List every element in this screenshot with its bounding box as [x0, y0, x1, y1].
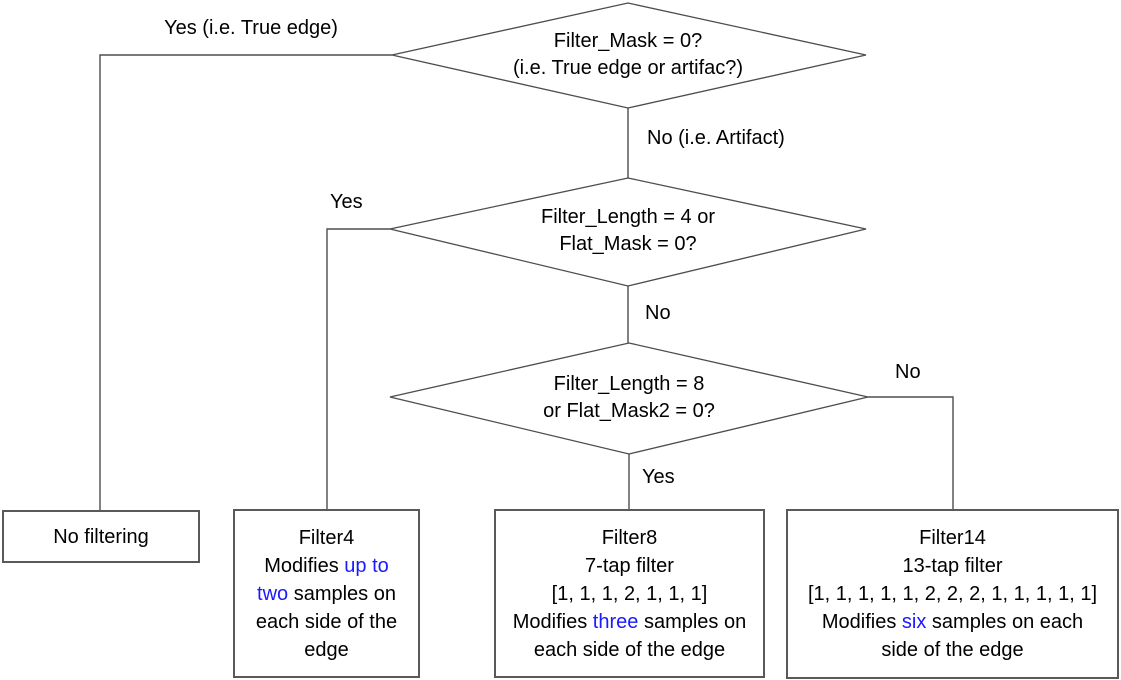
- connector-d3-no-to-filter14: [868, 396, 954, 509]
- text-segment: samples on each: [926, 611, 1084, 633]
- outcome-description-line: edge: [304, 638, 349, 661]
- text-segment: Modifies: [264, 554, 345, 577]
- edge-label-d1-yes: Yes (i.e. True edge): [164, 17, 338, 39]
- decision-text-filter-length-8: Filter_Length = 8 or Flat_Mask2 = 0?: [429, 371, 829, 425]
- decision-line: Filter_Mask = 0?: [553, 30, 703, 52]
- highlighted-text: two: [257, 582, 289, 605]
- outcome-description-line: Modifies up to: [264, 552, 389, 580]
- decision-line: Filter_Length = 8: [553, 373, 705, 395]
- decision-text-filter-mask: Filter_Mask = 0? (i.e. True edge or arti…: [428, 28, 828, 82]
- decision-diamond-filter-length-8: [389, 342, 869, 455]
- decision-line: or Flat_Mask2 = 0?: [543, 400, 715, 422]
- decision-line: Filter_Length = 4 or: [541, 206, 715, 228]
- edge-label-d3-yes: Yes: [642, 466, 675, 488]
- decision-line: (i.e. True edge or artifac?): [512, 57, 744, 79]
- outcome-title: Filter8: [601, 526, 658, 549]
- connector-d2-yes-to-filter4: [326, 228, 390, 509]
- outcome-description-line: Modifies six samples on each: [822, 608, 1083, 636]
- edge-label-d2-yes: Yes: [330, 191, 363, 213]
- outcome-description-line: each side of the edge: [533, 638, 726, 661]
- edge-label-d3-no: No: [895, 361, 921, 383]
- outcome-description-line: Modifies three samples on: [513, 608, 746, 636]
- outcome-filter-coefficients: [1, 1, 1, 1, 1, 2, 2, 2, 1, 1, 1, 1, 1]: [807, 583, 1098, 605]
- highlighted-text: six: [901, 611, 927, 633]
- highlighted-text: up to: [344, 554, 389, 577]
- outcome-box-filter14: Filter14 13-tap filter [1, 1, 1, 1, 1, 2…: [786, 509, 1119, 679]
- outcome-tap-filter-label: 13-tap filter: [902, 555, 1003, 577]
- text-segment: Modifies: [512, 610, 593, 633]
- decision-line: Flat_Mask = 0?: [559, 233, 697, 255]
- edge-label-d2-no: No: [645, 302, 671, 324]
- text-segment: samples on: [638, 610, 747, 633]
- outcome-description-line: two samples on: [257, 580, 396, 608]
- outcome-title: Filter4: [298, 526, 355, 549]
- outcome-title: Filter14: [919, 527, 986, 549]
- highlighted-text: three: [592, 610, 639, 633]
- outcome-tap-filter-label: 7-tap filter: [585, 554, 674, 577]
- text-segment: Modifies: [821, 611, 902, 633]
- decision-diamond-filter-mask: [391, 2, 867, 109]
- outcome-filter-coefficients: [1, 1, 1, 2, 1, 1, 1]: [551, 582, 708, 605]
- outcome-box-filter4: Filter4 Modifies up to two samples on ea…: [233, 509, 420, 678]
- outcome-box-no-filtering: No filtering: [2, 510, 200, 563]
- outcome-title: No filtering: [53, 525, 149, 548]
- decision-diamond-filter-length-4: [389, 177, 867, 287]
- text-segment: samples on: [288, 582, 396, 605]
- outcome-description-line: side of the edge: [881, 639, 1024, 661]
- outcome-description-line: each side of the: [255, 610, 398, 633]
- outcome-box-filter8: Filter8 7-tap filter [1, 1, 1, 2, 1, 1, …: [494, 509, 765, 678]
- decision-text-filter-length-4: Filter_Length = 4 or Flat_Mask = 0?: [428, 204, 828, 258]
- edge-label-d1-no: No (i.e. Artifact): [647, 127, 785, 149]
- connector-d1-yes-to-no-filtering: [99, 54, 392, 510]
